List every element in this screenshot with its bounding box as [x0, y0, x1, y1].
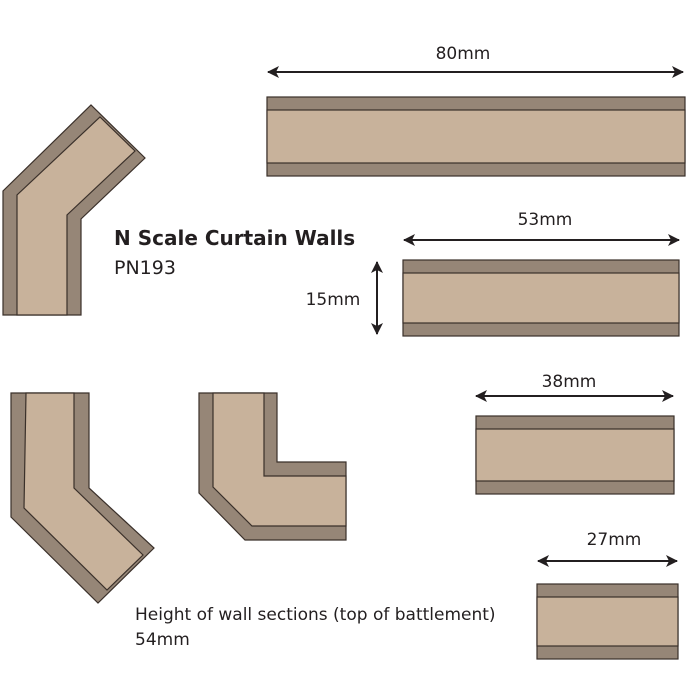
- dimension-label-27mm: 27mm: [587, 530, 642, 550]
- dimension-label-38mm: 38mm: [542, 372, 597, 392]
- angled-corner-top-left: [2, 104, 146, 316]
- dimension-label-53mm: 53mm: [518, 210, 573, 230]
- dimension-label-15mm: 15mm: [306, 290, 361, 310]
- part-number: PN193: [114, 257, 176, 279]
- angled-corner-bottom-left: [10, 392, 155, 604]
- dimension-label-80mm: 80mm: [436, 44, 491, 64]
- height-note-line1: Height of wall sections (top of battleme…: [135, 605, 496, 625]
- wall-section-27mm: 27mm: [536, 530, 679, 660]
- wall-section-80mm: 80mm: [266, 44, 686, 177]
- wall-section-38mm: 38mm: [475, 372, 675, 495]
- right-angle-corner: [198, 392, 347, 541]
- height-note-line2: 54mm: [135, 630, 190, 650]
- product-title: N Scale Curtain Walls: [114, 226, 355, 250]
- wall-section-53mm: 53mm: [402, 210, 680, 337]
